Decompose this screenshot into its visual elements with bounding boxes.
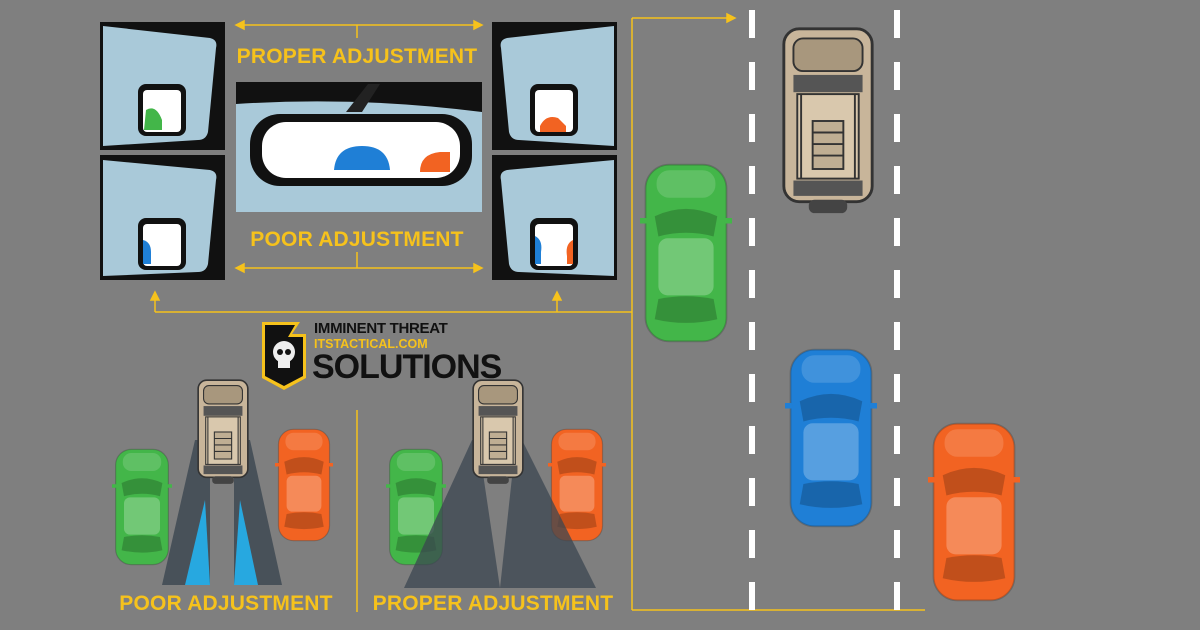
logo-line-3: SOLUTIONS (312, 348, 502, 386)
lane-dash (749, 478, 755, 506)
lane-dash (749, 62, 755, 90)
lane-dash (749, 374, 755, 402)
mirror-top-left (100, 22, 225, 150)
lane-dash (749, 322, 755, 350)
lane-markings: /* placeholder */ (749, 10, 900, 610)
lane-dash (749, 10, 755, 38)
orange-car (928, 422, 1020, 602)
rearview-mirror (236, 82, 482, 212)
lane-dash (749, 530, 755, 558)
logo-line-2: ITSTACTICAL.COM (314, 337, 428, 351)
logo-shield-icon (262, 322, 306, 390)
mirror-bottom-right (492, 155, 617, 280)
mirror-bottom-left (100, 155, 225, 280)
lane-dash (894, 582, 900, 610)
its-logo: IMMINENT THREAT ITSTACTICAL.COM SOLUTION… (262, 320, 502, 392)
label-bottom-proper-adjustment: PROPER ADJUSTMENT (372, 592, 614, 615)
lane-dash (894, 322, 900, 350)
lane-dash (894, 114, 900, 142)
lane-dash (894, 374, 900, 402)
lane-dash (894, 166, 900, 194)
lane-dash (749, 582, 755, 610)
proper-adjustment-scene (386, 379, 606, 588)
lane-dash (894, 530, 900, 558)
lane-dash (894, 218, 900, 246)
lane-dash (749, 166, 755, 194)
lane-dash (894, 62, 900, 90)
lane-dash (749, 426, 755, 454)
lane-dash (749, 218, 755, 246)
guide-lines (149, 12, 925, 612)
mirror-top-right (492, 22, 617, 150)
suv-own-vehicle (782, 27, 874, 215)
poor-adjustment-scene (112, 379, 333, 585)
lane-dash (894, 270, 900, 298)
blue-car (785, 348, 877, 528)
lane-dash (894, 426, 900, 454)
label-top-poor-adjustment: POOR ADJUSTMENT (250, 228, 464, 251)
lane-dash (749, 114, 755, 142)
label-bottom-poor-adjustment: POOR ADJUSTMENT (119, 592, 333, 615)
label-top-proper-adjustment: PROPER ADJUSTMENT (236, 45, 478, 68)
lane-dash (749, 270, 755, 298)
logo-line-1: IMMINENT THREAT (314, 320, 448, 337)
lane-dash (894, 10, 900, 38)
lane-dash (894, 478, 900, 506)
green-car (640, 163, 732, 343)
